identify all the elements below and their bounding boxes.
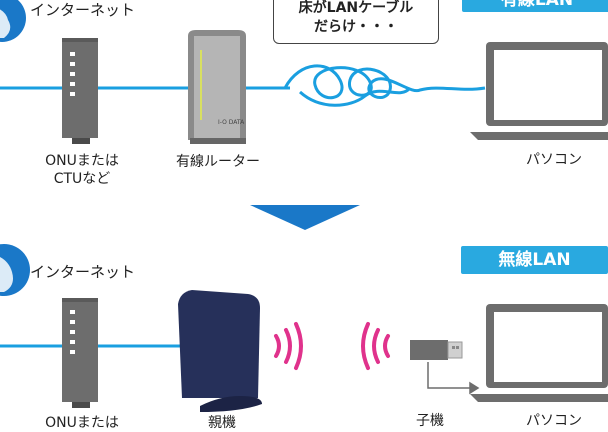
pc-label: パソコン [526,152,582,168]
router-icon [188,30,246,144]
wireless-lan-badge: 無線LAN [461,246,608,274]
wireless-wave-icon [361,322,390,370]
wired-lan-badge: 有線LAN [462,0,608,12]
onu-label: ONUまたは CTUなど [38,152,126,188]
wireless-wave-icon [274,322,303,370]
speech-bubble-line: 床がLANケーブル [298,0,414,16]
router-brand-label: I-O DATA [218,119,245,126]
onu-device-icon [62,38,98,144]
down-arrow-icon [250,205,360,230]
laptop-icon [470,304,608,402]
internet-label: インターネット [30,1,136,19]
globe-icon [0,0,26,42]
onu-label-line: CTUなど [53,171,111,187]
speech-bubble: 床がLANケーブル だらけ・・・ [273,0,439,44]
onu-label: ONUまたは [45,415,119,431]
onu-device-icon [62,298,98,408]
tangled-cable-icon [283,64,486,107]
laptop-icon [470,42,608,140]
pc-label: パソコン [526,413,582,429]
wireless-router-icon [178,290,262,412]
parent-unit-label: 親機 [208,415,236,431]
child-unit-label: 子機 [416,413,444,429]
globe-icon [0,244,30,296]
onu-label-line: ONUまたは [45,153,119,169]
usb-adapter-icon [410,340,463,360]
internet-label: インターネット [30,263,136,281]
connection-arrow-icon [427,362,480,395]
router-label: 有線ルーター [176,154,260,170]
speech-bubble-line: だらけ・・・ [314,19,398,35]
